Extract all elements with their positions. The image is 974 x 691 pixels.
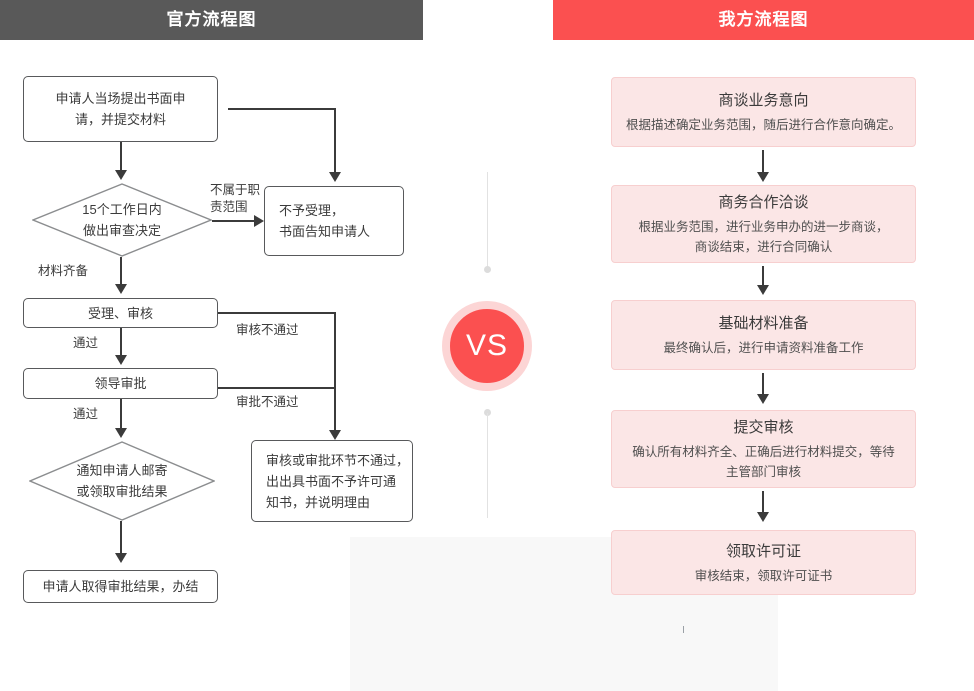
node-review-15: 15个工作日内 做出审查决定: [32, 183, 212, 257]
card-license: 领取许可证 审核结束，领取许可证书: [611, 530, 916, 595]
node-notify-applicant: 通知申请人邮寄 或领取审批结果: [29, 441, 215, 521]
vs-divider-dot-top: [484, 266, 491, 273]
arrowhead-review-to-reject: [254, 215, 264, 227]
connector-accept-fail-h: [218, 312, 336, 314]
diamond-shape-notify: [29, 441, 215, 521]
card-talks-title: 商务合作洽谈: [718, 194, 809, 211]
arrowhead-talks-to-prepare: [757, 285, 769, 295]
node-review-15-label: 15个工作日内 做出审查决定: [82, 202, 162, 238]
connector-apply-to-reject-h: [228, 108, 336, 110]
node-accept-label: 受理、审核: [87, 305, 153, 321]
connector-leader-to-notify: [120, 399, 122, 430]
connector-apply-to-review: [120, 142, 122, 173]
node-notify-applicant-label: 通知申请人邮寄 或领取审批结果: [76, 463, 168, 499]
connector-fail-vertical: [334, 312, 336, 434]
vs-divider-line-top: [487, 172, 488, 270]
node-done-label: 申请人取得审批结果，办结: [42, 579, 199, 594]
vs-divider-line-bottom: [487, 413, 488, 518]
node-fail-notice: 审核或审批环节不通过， 出出具书面不予许可通 知书，并说明理由: [251, 440, 413, 522]
card-license-desc: 审核结束，领取许可证书: [694, 568, 833, 583]
edge-label-pass-1: 通过: [73, 336, 99, 350]
arrowhead-intent-to-talks: [757, 172, 769, 182]
card-submit: 提交审核 确认所有材料齐全、正确后进行材料提交，等待 主管部门审核: [611, 410, 916, 488]
arrowhead-fail-to-note: [329, 430, 341, 440]
arrowhead-accept-to-leader: [115, 355, 127, 365]
node-apply: 申请人当场提出书面申 请，并提交材料: [23, 76, 218, 142]
edge-label-materials-ok: 材料齐备: [38, 264, 89, 278]
connector-review-to-accept: [120, 257, 122, 286]
connector-accept-to-leader: [120, 328, 122, 357]
vs-badge-label: VS: [465, 329, 509, 362]
card-talks-desc: 根据业务范围，进行业务申办的进一步商谈， 商谈结束，进行合同确认: [638, 220, 889, 254]
header-official-flow: 官方流程图: [0, 0, 423, 40]
connector-submit-to-license: [762, 491, 764, 515]
edge-label-out-of-scope: 不属于职 责范围: [210, 183, 261, 214]
connector-prepare-to-submit: [762, 373, 764, 397]
card-prepare-title: 基础材料准备: [718, 315, 809, 332]
panel-tick-mark: [683, 626, 684, 633]
arrowhead-apply-to-review: [115, 170, 127, 180]
card-talks: 商务合作洽谈 根据业务范围，进行业务申办的进一步商谈， 商谈结束，进行合同确认: [611, 185, 916, 263]
arrowhead-prepare-to-submit: [757, 394, 769, 404]
connector-review-to-reject: [212, 220, 256, 222]
arrowhead-review-to-accept: [115, 284, 127, 294]
diamond-shape-review-15: [32, 183, 212, 257]
arrowhead-leader-to-notify: [115, 428, 127, 438]
card-submit-title: 提交审核: [733, 419, 794, 436]
card-intent: 商谈业务意向 根据描述确定业务范围，随后进行合作意向确定。: [611, 77, 916, 147]
card-submit-desc: 确认所有材料齐全、正确后进行材料提交，等待 主管部门审核: [632, 445, 895, 479]
edge-label-review-fail: 审核不通过: [236, 323, 299, 337]
card-license-title: 领取许可证: [725, 542, 801, 560]
node-apply-label: 申请人当场提出书面申 请，并提交材料: [55, 91, 186, 127]
header-our-flow: 我方流程图: [553, 0, 974, 40]
edge-label-approve-fail: 审批不通过: [236, 395, 299, 409]
card-intent-title: 商谈业务意向: [718, 92, 809, 109]
node-done: 申请人取得审批结果，办结: [23, 570, 218, 603]
connector-intent-to-talks: [762, 150, 764, 175]
node-leader-approval: 领导审批: [23, 368, 218, 399]
connector-notify-to-done: [120, 521, 122, 557]
card-prepare: 基础材料准备 最终确认后，进行申请资料准备工作: [611, 300, 916, 370]
connector-talks-to-prepare: [762, 266, 764, 288]
connector-leader-fail-h: [218, 387, 336, 389]
edge-label-pass-2: 通过: [73, 407, 99, 421]
arrowhead-submit-to-license: [757, 512, 769, 522]
vs-badge: VS: [442, 301, 532, 391]
vs-divider-dot-bottom: [484, 409, 491, 416]
arrowhead-apply-to-reject: [329, 172, 341, 182]
connector-apply-to-reject-v: [334, 108, 336, 176]
card-intent-desc: 根据描述确定业务范围，随后进行合作意向确定。: [625, 118, 901, 132]
node-leader-approval-label: 领导审批: [94, 376, 147, 391]
node-reject-label: 不予受理， 书面告知申请人: [279, 203, 371, 239]
arrowhead-notify-to-done: [115, 553, 127, 563]
node-accept: 受理、审核: [23, 298, 218, 328]
node-fail-notice-label: 审核或审批环节不通过， 出出具书面不予许可通 知书，并说明理由: [266, 452, 410, 510]
card-prepare-desc: 最终确认后，进行申请资料准备工作: [663, 341, 864, 355]
node-reject: 不予受理， 书面告知申请人: [264, 186, 404, 256]
